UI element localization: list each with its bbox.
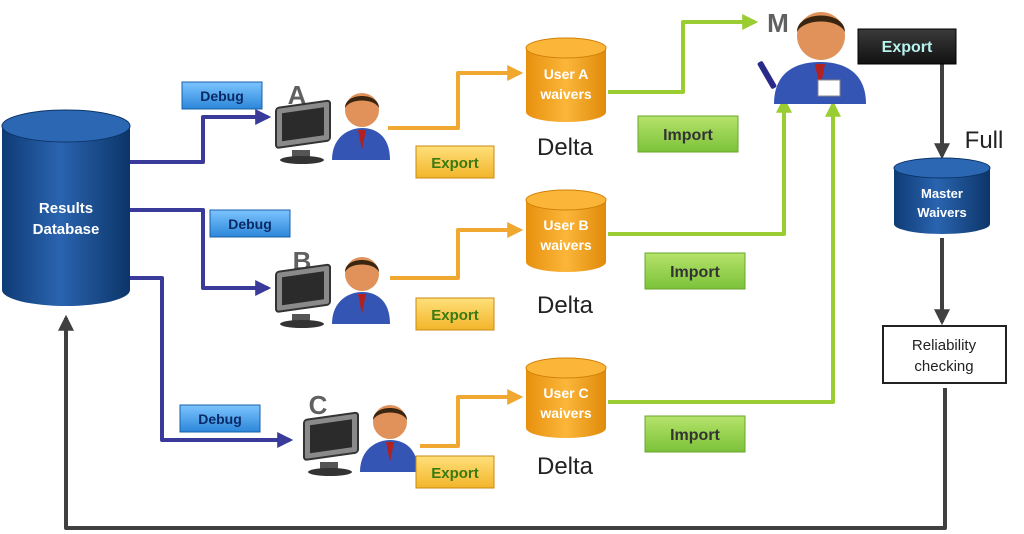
results-database: Results Database [1, 109, 131, 306]
user-at-computer-icon [275, 257, 390, 328]
user-a-letter: A [288, 80, 307, 110]
manager: M [757, 8, 866, 104]
export-label-b: Export [431, 307, 479, 324]
database-icon [893, 157, 991, 234]
user-a-workstation: A [275, 80, 390, 164]
debug-button-a[interactable]: Debug [181, 81, 263, 110]
database-icon [1, 109, 131, 306]
master-db-label-1: Master [921, 186, 963, 201]
full-label: Full [965, 127, 1004, 154]
export-label-a: Export [431, 155, 479, 172]
master-waivers-db: Master Waivers [893, 157, 991, 234]
user-c-waivers-db: User C waivers [525, 357, 607, 438]
import-label-a: Import [663, 127, 713, 144]
debug-label-a: Debug [200, 88, 244, 104]
results-db-label-2: Database [33, 221, 100, 238]
database-icon [525, 189, 607, 272]
export-label-c: Export [431, 465, 479, 482]
reliability-label-2: checking [914, 358, 973, 375]
user-b-waivers-label-2: waivers [539, 237, 592, 253]
user-a-waivers-label-1: User A [544, 66, 589, 82]
flow-user-a-to-waivers [388, 65, 524, 130]
master-db-label-2: Waivers [917, 205, 966, 220]
flow-waivers-c-to-manager [608, 100, 841, 404]
user-c-waivers-label-2: waivers [539, 405, 592, 421]
export-button-b[interactable]: Export [415, 297, 495, 331]
reliability-label-1: Reliability [912, 337, 977, 354]
master-export-label: Export [882, 39, 933, 56]
database-icon [525, 357, 607, 438]
import-button-b[interactable]: Import [644, 252, 746, 290]
flow-db-to-user-c [130, 276, 294, 448]
import-button-c[interactable]: Import [644, 415, 746, 453]
master-export-button[interactable]: Export [857, 28, 957, 65]
import-label-b: Import [670, 264, 720, 281]
user-b-workstation: B [275, 246, 390, 328]
user-a-waivers-label-2: waivers [539, 86, 592, 102]
export-button-c[interactable]: Export [415, 455, 495, 489]
reliability-checking-box: Reliability checking [882, 325, 1007, 384]
user-b-waivers-db: User B waivers [525, 189, 607, 272]
user-at-computer-icon [303, 405, 418, 476]
delta-label-c: Delta [537, 453, 594, 480]
database-icon [525, 37, 607, 122]
user-a-waivers-db: User A waivers [525, 37, 607, 122]
debug-label-c: Debug [198, 411, 242, 427]
flow-reliability-to-db [58, 314, 947, 530]
user-b-waivers-label-1: User B [543, 217, 588, 233]
user-c-workstation: C [303, 390, 418, 476]
user-c-letter: C [309, 390, 328, 420]
flow-db-to-user-a [130, 109, 272, 164]
debug-button-c[interactable]: Debug [179, 404, 261, 433]
manager-icon [757, 12, 866, 104]
flow-waivers-b-to-manager [608, 96, 792, 236]
debug-button-b[interactable]: Debug [209, 209, 291, 238]
import-button-a[interactable]: Import [637, 115, 739, 153]
manager-letter: M [767, 8, 789, 38]
import-label-c: Import [670, 427, 720, 444]
flow-user-c-to-waivers [420, 389, 524, 448]
flow-user-b-to-waivers [390, 222, 524, 280]
user-c-waivers-label-1: User C [543, 385, 588, 401]
user-at-computer-icon [275, 93, 390, 164]
flow-db-to-user-b [130, 208, 272, 296]
delta-label-b: Delta [537, 292, 594, 319]
delta-label-a: Delta [537, 134, 594, 161]
flow-waivers-a-to-manager [608, 14, 759, 94]
export-button-a[interactable]: Export [415, 145, 495, 179]
results-db-label-1: Results [39, 200, 93, 217]
debug-label-b: Debug [228, 216, 272, 232]
